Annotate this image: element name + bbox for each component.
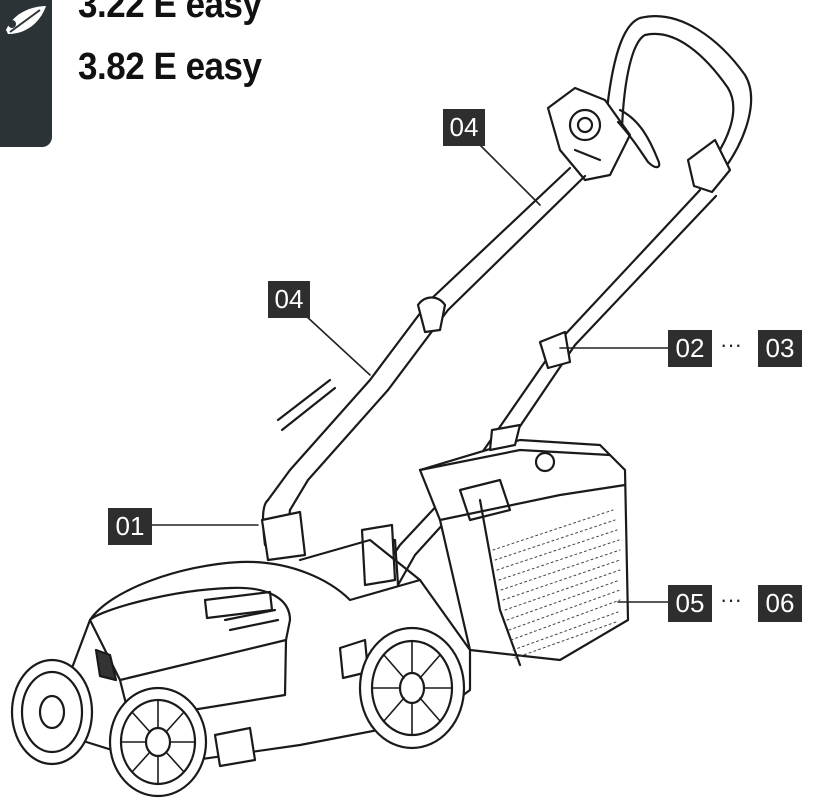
section-tab [0, 0, 52, 147]
model-name-1: 3.22 E easy [78, 0, 262, 26]
callout-04-lower: 04 [268, 281, 310, 318]
model-name-2: 3.82 E easy [78, 46, 262, 88]
leaf-icon [6, 6, 46, 34]
callout-02: 02 [668, 330, 712, 367]
callout-01: 01 [108, 508, 152, 545]
rear-wheel [358, 626, 466, 750]
callout-separator: ··· [720, 587, 742, 612]
callout-04-upper: 04 [443, 109, 485, 146]
left-handle-bar [266, 166, 587, 512]
switch-box [546, 86, 661, 182]
front-left-wheel [10, 658, 94, 766]
leader-lines [151, 144, 669, 603]
callout-separator: ··· [720, 332, 742, 357]
grass-catcher [418, 423, 630, 667]
front-right-wheel [108, 686, 208, 798]
callout-05: 05 [668, 585, 712, 622]
upper-handle [603, 15, 753, 170]
callout-03: 03 [758, 330, 802, 367]
callout-06: 06 [758, 585, 802, 622]
